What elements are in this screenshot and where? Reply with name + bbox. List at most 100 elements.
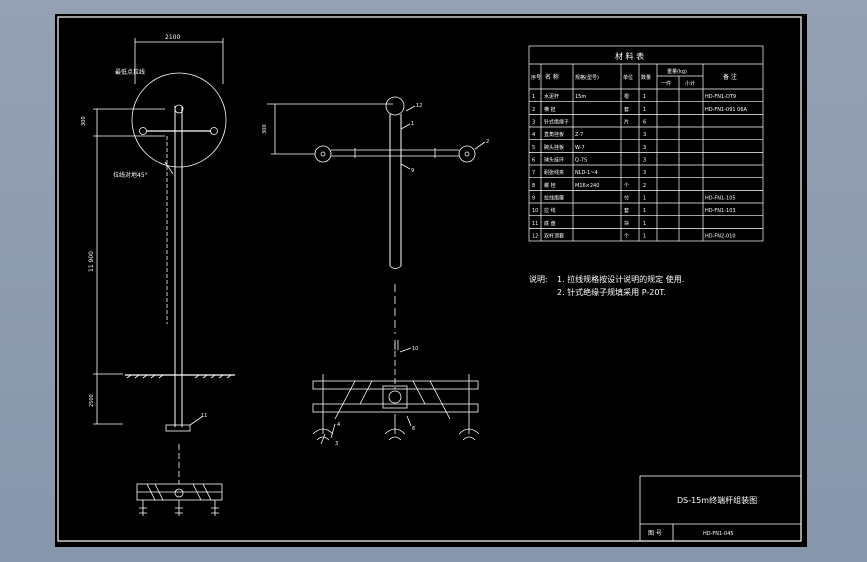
th-remark: 备 注 <box>723 73 737 81</box>
dim-2500: 2500 <box>89 394 95 407</box>
dim-11900: 11 900 <box>88 251 95 272</box>
front-view <box>267 96 486 445</box>
th-name: 名 称 <box>545 73 559 81</box>
side-view <box>93 38 235 516</box>
table-cell-spec: 15m <box>575 94 586 100</box>
table-cell-qty: 1 <box>643 94 646 100</box>
table-cell-no: 5 <box>532 145 535 151</box>
notes-line-2: 2. 针式绝缘子规填采用 P-20T. <box>557 287 666 297</box>
table-cell-unit: 块 <box>624 220 629 227</box>
table-cell-name: 球头挂环 <box>544 157 564 164</box>
table-cell-qty: 3 <box>643 158 646 164</box>
th-weight: 重量(kg) <box>667 68 687 75</box>
dim-2100: 2100 <box>165 34 180 41</box>
material-table-text: 材 料 表 序号 名 称 规格(型号) 单位 数量 重量(kg) 一件 小计 备… <box>531 51 748 240</box>
notes: 说明: 1. 拉线规格按设计说明的规定 使用. 2. 针式绝缘子规填采用 P-2… <box>529 274 684 297</box>
th-no: 序号 <box>531 74 541 81</box>
table-cell-qty: 1 <box>643 107 646 113</box>
front-view-labels: 300 12 1 2 9 10 4 6 3 <box>262 103 489 447</box>
table-cell-qty: 3 <box>643 170 646 176</box>
table-cell-qty: 1 <box>643 221 646 227</box>
table-cell-no: 2 <box>532 107 535 113</box>
table-cell-name: 拉 线 <box>544 207 556 214</box>
table-cell-no: 1 <box>532 94 535 100</box>
label-circle: 最低点拉线 <box>115 68 145 76</box>
table-cell-name: 针式绝缘子 <box>544 119 569 126</box>
table-cell-no: 9 <box>532 196 535 202</box>
drawing-canvas: 2100 最低点拉线 拉线对地45° 300 11 900 2500 11 <box>57 16 802 542</box>
drawing-no-label: 图 号 <box>648 530 662 537</box>
table-cell-qty: 3 <box>643 132 646 138</box>
table-cell-qty: 3 <box>643 145 646 151</box>
table-cell-qty: 1 <box>643 196 646 202</box>
table-cell-no: 11 <box>532 221 538 227</box>
table-cell-unit: 根 <box>624 93 629 100</box>
table-cell-spec: Z-7 <box>575 132 583 138</box>
table-cell-name: 直角挂板 <box>544 131 564 138</box>
callout-2: 2 <box>486 139 489 145</box>
table-cell-qty: 1 <box>643 234 646 240</box>
table-cell-spec: W-7 <box>575 145 585 151</box>
table-cell-name: 拉线抱箍 <box>544 195 564 202</box>
title-block <box>639 475 802 542</box>
table-cell-unit: 套 <box>624 106 629 113</box>
label-guy: 拉线对地45° <box>113 171 148 179</box>
callout-12: 12 <box>416 103 422 109</box>
callout-10: 10 <box>412 346 418 352</box>
table-cell-no: 4 <box>532 132 535 138</box>
table-cell-remark: HD-FN1-091 06A <box>705 107 748 113</box>
table-cell-name: 碗头挂板 <box>544 144 564 151</box>
material-table <box>528 45 764 242</box>
table-row-lines <box>529 101 763 229</box>
th-unit: 单位 <box>623 74 633 81</box>
table-cell-no: 3 <box>532 120 535 126</box>
callout-6: 6 <box>412 426 415 432</box>
callout-9: 9 <box>411 168 414 174</box>
table-cell-name: 横 担 <box>544 106 556 113</box>
th-weight-total: 小计 <box>685 80 695 87</box>
sheet-border <box>57 16 802 542</box>
table-cell-remark: HD-FN2-010 <box>705 234 736 240</box>
table-cell-qty: 2 <box>643 183 646 189</box>
notes-line-1: 1. 拉线规格按设计说明的规定 使用. <box>557 274 684 284</box>
callout-4: 4 <box>337 422 340 428</box>
table-cell-unit: 个 <box>624 234 629 240</box>
side-view-labels: 2100 最低点拉线 拉线对地45° 300 11 900 2500 11 <box>81 34 207 419</box>
table-cell-unit: 付 <box>624 195 629 202</box>
table-cell-name: 底 盘 <box>544 220 556 227</box>
pole-top-cap <box>385 96 405 116</box>
base-plate <box>165 424 191 432</box>
table-cell-no: 7 <box>532 170 535 176</box>
table-cell-name: 耐张线夹 <box>544 169 564 176</box>
table-cell-unit: 个 <box>624 183 629 189</box>
th-qty: 数量 <box>641 74 651 81</box>
dim-300-front: 300 <box>262 124 268 134</box>
th-spec: 规格(型号) <box>575 74 599 81</box>
table-cell-no: 8 <box>532 183 535 189</box>
callout-3: 3 <box>335 441 338 447</box>
callout-1: 1 <box>411 121 414 127</box>
table-cell-remark: HD-FN1-105 <box>705 196 736 202</box>
table-cell-unit: 套 <box>624 207 629 214</box>
guy-circle <box>131 72 227 168</box>
table-cell-no: 12 <box>532 234 538 240</box>
table-cell-name: 双杆顶套 <box>544 233 564 240</box>
dim-300-side: 300 <box>81 116 87 126</box>
table-cell-spec: Q-7S <box>575 158 587 164</box>
table-cell-remark: HD-FN1-103 <box>705 208 736 214</box>
table-cell-no: 6 <box>532 158 535 164</box>
table-cell-qty: 6 <box>643 120 646 126</box>
table-cell-unit: 片 <box>624 119 629 126</box>
table-cell-remark: HD-FN1-DT9 <box>705 94 736 100</box>
table-cell-name: 水泥杆 <box>544 93 559 100</box>
notes-heading: 说明: <box>529 274 548 284</box>
drawing-sheet: 2100 最低点拉线 拉线对地45° 300 11 900 2500 11 <box>55 14 807 547</box>
drawing-title: DS-15m终端杆组装图 <box>677 495 757 505</box>
th-weight-single: 一件 <box>661 80 671 87</box>
drawing-no: HD-FN1-045 <box>703 531 734 537</box>
table-cell-no: 10 <box>532 208 538 214</box>
table-cell-name: 螺 栓 <box>544 182 556 189</box>
callout-11: 11 <box>201 413 207 419</box>
